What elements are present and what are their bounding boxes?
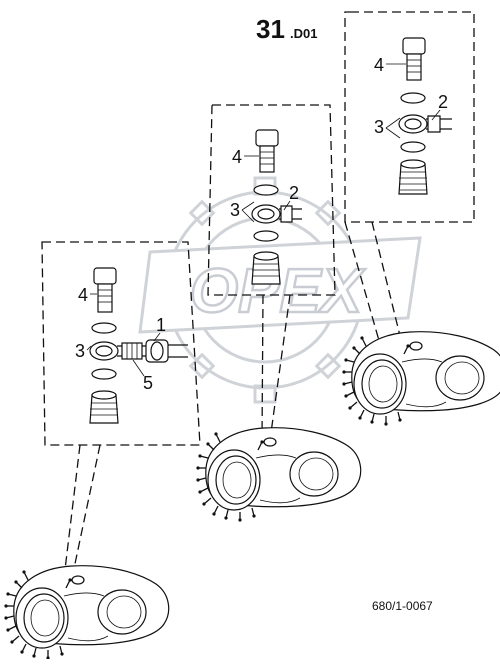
washer-upper bbox=[253, 184, 279, 196]
union-nut bbox=[145, 339, 188, 363]
callout-banjo: 3 bbox=[230, 200, 240, 220]
washer-lower bbox=[91, 368, 117, 380]
axle-housing-left bbox=[3, 565, 170, 661]
detail-frame bbox=[344, 11, 475, 223]
banjo-bolt bbox=[402, 37, 426, 81]
watermark-banner bbox=[138, 236, 422, 334]
rubber-boot bbox=[398, 159, 428, 195]
detail-group-top-right: 4 2 3 bbox=[344, 11, 475, 345]
banjo-bolt bbox=[93, 267, 117, 313]
detail-group-middle: 4 2 3 bbox=[207, 104, 336, 441]
rubber-boot bbox=[251, 251, 281, 285]
watermark: OPEX bbox=[138, 176, 422, 404]
detail-group-left: 4 1 3 5 bbox=[41, 241, 201, 579]
axle-housing-right bbox=[341, 331, 500, 427]
callout-fitting: 5 bbox=[143, 373, 153, 393]
rubber-boot bbox=[89, 390, 119, 424]
washer-upper bbox=[91, 322, 117, 334]
banjo-fitting bbox=[251, 204, 302, 224]
callout-banjo: 3 bbox=[75, 341, 85, 361]
callout-pipe: 2 bbox=[289, 183, 299, 203]
callout-bolt: 4 bbox=[374, 55, 384, 75]
washer-lower bbox=[253, 230, 279, 242]
banjo-fitting bbox=[398, 114, 452, 134]
callout-bolt: 4 bbox=[232, 147, 242, 167]
callout-pipe: 2 bbox=[438, 92, 448, 112]
washer-upper bbox=[400, 92, 426, 104]
washer-lower bbox=[400, 141, 426, 153]
callout-banjo: 3 bbox=[374, 117, 384, 137]
callout-bolt: 4 bbox=[78, 285, 88, 305]
threaded-fitting bbox=[121, 342, 143, 360]
page-number-suffix: .D01 bbox=[290, 26, 317, 41]
drawing-number: 680/1-0067 bbox=[372, 599, 433, 613]
page-number: 31 bbox=[256, 14, 285, 44]
banjo-bolt bbox=[255, 129, 279, 173]
axle-housing-middle bbox=[195, 427, 362, 523]
callout-pipe: 1 bbox=[156, 315, 166, 335]
